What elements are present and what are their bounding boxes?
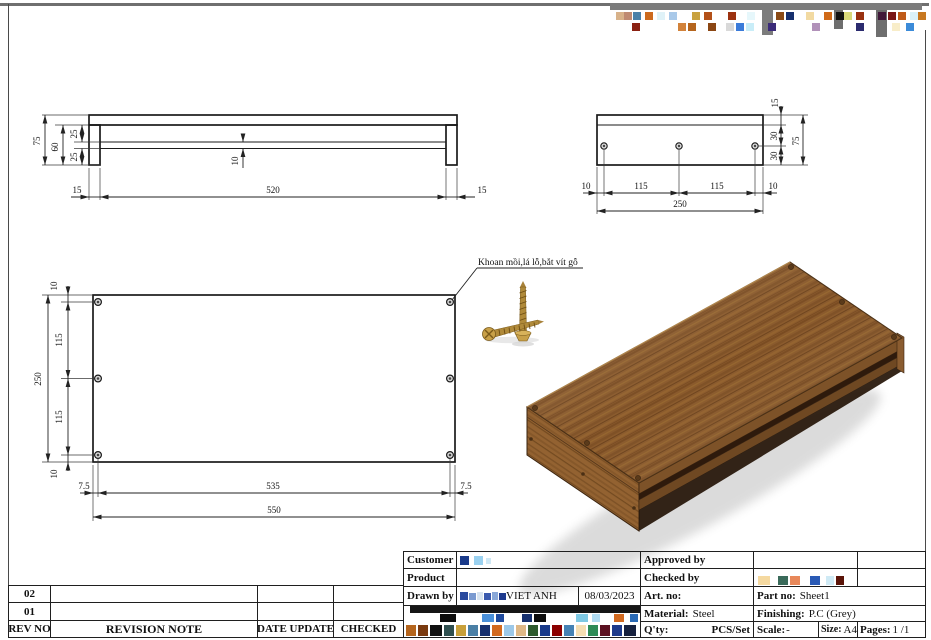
size: Size:A4 [818, 621, 858, 638]
company-logo-cell [403, 605, 641, 638]
dim-label: 75 [791, 136, 801, 146]
dim-label: 250 [673, 199, 687, 209]
dim-label: 115 [634, 181, 648, 191]
iso-view [519, 261, 905, 595]
rev-header-note: REVISION NOTE [50, 620, 258, 638]
rev-row-cell: 01 [8, 602, 51, 621]
page-border-right [925, 30, 927, 638]
rev-row-cell [257, 602, 334, 621]
dim-label: 25 [69, 129, 79, 139]
customer-label: Customer [403, 551, 457, 569]
dim-label: 520 [266, 185, 280, 195]
product-value [456, 568, 641, 587]
top-view: 10 115 115 10 250 7.5 535 7.5 550 [33, 281, 472, 521]
title-block-spare-1 [857, 551, 926, 569]
approved-by-label: Approved by [640, 551, 754, 569]
product-label: Product [403, 568, 457, 587]
rev-row-cell: 02 [8, 585, 51, 603]
finishing: Finishing:P.C (Grey) [753, 605, 926, 622]
dim-label: 10 [230, 156, 240, 166]
part-no: Part no:Sheet1 [753, 586, 926, 606]
front-view: 75 60 25 25 10 15 520 15 [32, 114, 488, 200]
dim-label: 115 [710, 181, 724, 191]
art-no-label: Art. no: [640, 586, 754, 606]
checked-by-value [753, 568, 858, 587]
dim-label: 10 [769, 181, 779, 191]
page-border-left [8, 4, 10, 638]
dim-label: 10 [49, 469, 59, 479]
revision-table: 02 01 REV NO REVISION NOTE DATE UPDATE C… [8, 585, 404, 638]
top-view-holes [93, 298, 455, 460]
dim-label: 550 [267, 505, 281, 515]
side-view: 15 30 30 75 10 115 115 10 250 [582, 98, 808, 214]
rev-header-checked: CHECKED [333, 620, 404, 638]
dim-label: 115 [54, 410, 64, 424]
page-border-top [0, 3, 929, 6]
redacted-drawn-by-prefix [460, 590, 506, 602]
approved-by-value [753, 551, 858, 569]
screw-photo [482, 281, 544, 347]
pages: Pages:1 /1 [857, 621, 926, 638]
drawn-by-label: Drawn by [403, 586, 457, 606]
rev-row-cell [50, 602, 258, 621]
redacted-logo-top-right [610, 3, 928, 37]
rev-row-cell [333, 602, 404, 621]
dim-label: 15 [73, 185, 83, 195]
dim-label: 115 [54, 333, 64, 347]
iso-screws [532, 264, 897, 481]
dim-label: 75 [32, 136, 42, 146]
dim-label: 60 [50, 142, 60, 152]
title-block-spare-2 [857, 568, 926, 587]
dim-label: 30 [769, 151, 779, 161]
annotation-text: Khoan mồi,lá lỗ,bắt vít gỗ [478, 257, 578, 268]
dim-label: 15 [478, 185, 488, 195]
drawn-date: 08/03/2023 [578, 586, 641, 606]
screw-annotation: Khoan mồi,lá lỗ,bắt vít gỗ [451, 257, 583, 301]
dim-label: 250 [33, 372, 43, 386]
rev-row-cell [50, 585, 258, 603]
redacted-logo-bottom [404, 605, 640, 638]
rev-row-cell [333, 585, 404, 603]
dim-label: 7.5 [78, 481, 90, 491]
material: Material:Steel [640, 605, 754, 622]
rev-row-cell [257, 585, 334, 603]
dim-label: 15 [770, 98, 780, 108]
dim-label: 10 [49, 281, 59, 291]
dim-label: 535 [266, 481, 280, 491]
qty: Q'ty:PCS/Set [640, 621, 754, 638]
side-view-holes [600, 142, 759, 150]
title-block: Customer Approved by Product Checked by … [403, 551, 926, 638]
customer-value [456, 551, 641, 569]
dim-label: 25 [69, 152, 79, 162]
dim-label: 7.5 [460, 481, 472, 491]
dim-label: 30 [769, 131, 779, 141]
dim-label: 10 [582, 181, 592, 191]
redacted-customer-value [460, 554, 500, 567]
rev-header-date: DATE UPDATE [257, 620, 334, 638]
redacted-checked-value [756, 573, 851, 586]
scale: Scale:- [753, 621, 819, 638]
rev-header-revno: REV NO [8, 620, 51, 638]
drawn-by-value: VIET ANH [456, 586, 579, 606]
checked-by-label: Checked by [640, 568, 754, 587]
